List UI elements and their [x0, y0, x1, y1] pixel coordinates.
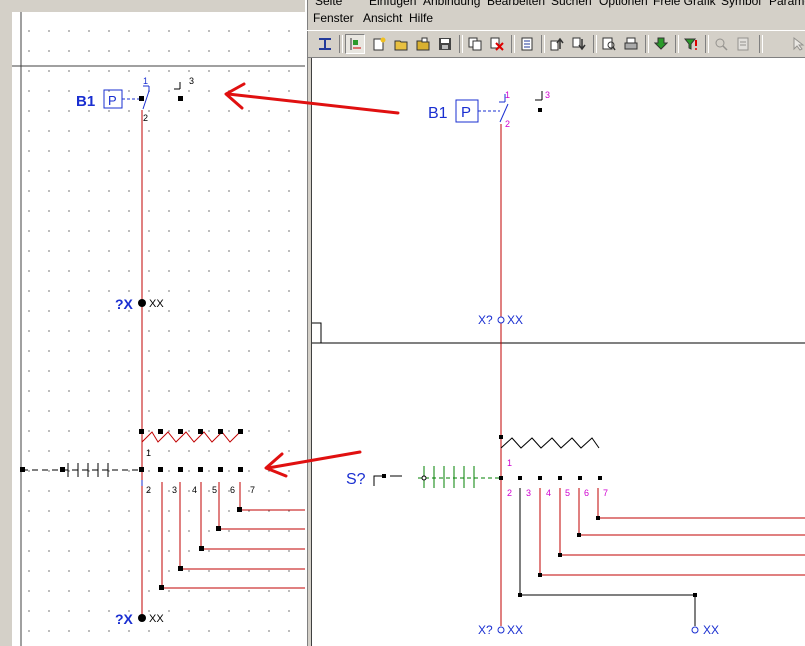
output-wire-4 [179, 482, 305, 570]
menu-freie-grafik[interactable]: Freie Grafik [653, 0, 716, 8]
top-terminal-node [497, 316, 505, 324]
switch-pin-6: 6 [584, 488, 589, 498]
pin3: 3 [189, 76, 194, 86]
page-up-icon[interactable] [547, 34, 567, 54]
output-wire-5 [559, 488, 805, 556]
switch-pin-4: 4 [546, 488, 551, 498]
switch-pin1: 1 [146, 448, 151, 458]
page-corner-mark [312, 322, 322, 343]
save-icon[interactable] [435, 34, 455, 54]
top-terminal-suffix: XX [507, 313, 523, 327]
document-icon[interactable] [733, 34, 753, 54]
menu-seite[interactable]: Seite [315, 0, 343, 8]
output-wire-7 [597, 488, 805, 519]
delete-icon[interactable] [487, 34, 507, 54]
bottom-terminal-suffix: XX [507, 623, 523, 637]
bottom-terminal-node [138, 614, 146, 622]
switch-pin-4: 4 [192, 485, 197, 495]
contact-blade [142, 90, 150, 110]
pin1: 1 [143, 76, 148, 86]
right-schematic: B1 P 1 2 3 X? XX 1 S? [312, 90, 805, 637]
output-wire-3 [519, 488, 696, 626]
copy-icon[interactable] [465, 34, 485, 54]
p-label: P [108, 93, 117, 108]
b1-label: B1 [76, 93, 95, 110]
bottom-terminal-prefix: X? [478, 623, 493, 637]
switch-cam [141, 431, 241, 443]
pin2: 2 [143, 113, 148, 123]
switch-pin-5: 5 [565, 488, 570, 498]
menu-hilfe[interactable]: Hilfe [409, 11, 434, 25]
print-preview-icon[interactable] [599, 34, 619, 54]
pin2: 2 [505, 119, 510, 129]
open-folder-icon[interactable] [413, 34, 433, 54]
b1-label: B1 [428, 105, 448, 122]
switch-pin-6: 6 [230, 485, 235, 495]
pin1: 1 [505, 90, 510, 100]
extra-terminal-suffix: XX [703, 623, 719, 637]
top-terminal-prefix: X? [478, 313, 493, 327]
connect-icon[interactable] [345, 34, 365, 54]
insert-symbol-icon[interactable] [315, 34, 335, 54]
print-icon[interactable] [621, 34, 641, 54]
menu-optionen[interactable]: Optionen [599, 0, 648, 8]
bottom-terminal-prefix: ?X [115, 611, 134, 627]
toolbar [307, 30, 805, 58]
s-label: S? [346, 471, 366, 488]
new-page-icon[interactable] [369, 34, 389, 54]
menu-parameter[interactable]: Parame [769, 0, 805, 8]
output-wire-3 [161, 482, 305, 589]
p-label: P [461, 104, 471, 121]
menubar: Seite Einfügen Anbindung Bearbeiten Such… [307, 0, 805, 28]
filter-icon[interactable] [681, 34, 701, 54]
bottom-terminal-suffix: XX [149, 613, 164, 625]
switch-pin-3: 3 [526, 488, 531, 498]
output-wire-6 [578, 488, 805, 536]
switch-pin1: 1 [507, 458, 512, 468]
top-terminal-node [138, 299, 146, 307]
menu-ansicht[interactable]: Ansicht [363, 11, 403, 25]
pin3-node [538, 108, 542, 112]
right-drawing-canvas[interactable]: B1 P 1 2 3 X? XX 1 S? [311, 58, 805, 646]
menu-suchen[interactable]: Suchen [551, 0, 592, 8]
switch-pin-3: 3 [172, 485, 177, 495]
zoom-icon[interactable] [711, 34, 731, 54]
properties-icon[interactable] [517, 34, 537, 54]
top-terminal-prefix: ?X [115, 296, 134, 312]
switch-pin-7: 7 [250, 485, 255, 495]
open-icon[interactable] [391, 34, 411, 54]
switch-pin-2: 2 [146, 485, 151, 495]
bottom-terminal-node [497, 626, 505, 634]
switch-pin-7: 7 [603, 488, 608, 498]
left-drawing-canvas[interactable]: B1 P 1 2 3 ?X XX [12, 12, 305, 646]
page-down-icon[interactable] [569, 34, 589, 54]
switch-pin-2: 2 [507, 488, 512, 498]
output-wire-4 [539, 488, 805, 576]
menu-fenster[interactable]: Fenster [313, 11, 354, 25]
switch-pin-5: 5 [212, 485, 217, 495]
switch-cam [500, 437, 600, 449]
contact-blade [499, 103, 509, 123]
b1-node [139, 96, 144, 101]
pin3: 3 [545, 90, 550, 100]
menu-symbol[interactable]: Symbol [721, 0, 762, 8]
left-window: B1 P 1 2 3 ?X XX [0, 0, 305, 646]
top-terminal-suffix: XX [149, 298, 164, 310]
right-window: Seite Einfügen Anbindung Bearbeiten Such… [305, 0, 805, 646]
download-icon[interactable] [651, 34, 671, 54]
menu-einfuegen[interactable]: Einfügen [369, 0, 417, 8]
cursor-icon[interactable] [789, 34, 805, 54]
menu-bearbeiten[interactable]: Bearbeiten [487, 0, 546, 8]
menu-anbindung[interactable]: Anbindung [423, 0, 481, 8]
pin3-node [178, 96, 183, 101]
extra-terminal-node [691, 626, 699, 634]
left-schematic: B1 P 1 2 3 ?X XX [12, 12, 305, 646]
